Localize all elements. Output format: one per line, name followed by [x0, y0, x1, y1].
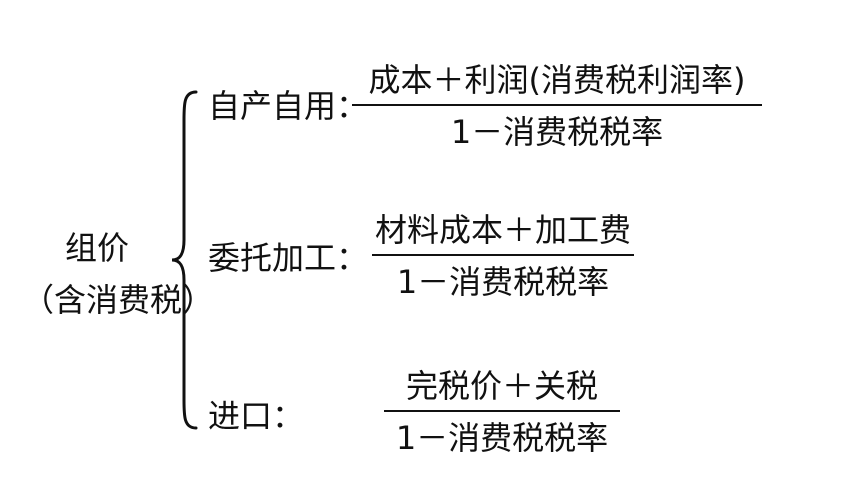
branch-label-processing: 委托加工：	[208, 239, 369, 277]
formula-import-denominator: 1－消费税税率	[395, 419, 609, 457]
formula-processing-denominator: 1－消费税税率	[396, 263, 610, 301]
curly-brace	[171, 90, 198, 430]
root-label-line1: 组价	[64, 229, 129, 267]
branch-label-self-use: 自产自用：	[208, 87, 369, 125]
formula-self-use: 成本＋利润(消费税利润率) 1－消费税税率	[352, 60, 762, 152]
formula-processing-numerator: 材料成本＋加工费	[374, 211, 631, 249]
fraction-bar	[372, 254, 634, 256]
fraction-bar	[384, 410, 620, 412]
root-label-line2: （含消费税）	[22, 281, 215, 319]
formula-self-use-numerator: 成本＋利润(消费税利润率)	[368, 61, 746, 99]
formula-processing: 材料成本＋加工费 1－消费税税率	[372, 210, 634, 302]
formula-import: 完税价＋关税 1－消费税税率	[384, 366, 620, 458]
branch-label-import: 进口：	[208, 397, 305, 435]
formula-import-numerator: 完税价＋关税	[405, 367, 598, 405]
fraction-bar	[352, 104, 762, 106]
formula-self-use-denominator: 1－消费税税率	[450, 113, 664, 151]
